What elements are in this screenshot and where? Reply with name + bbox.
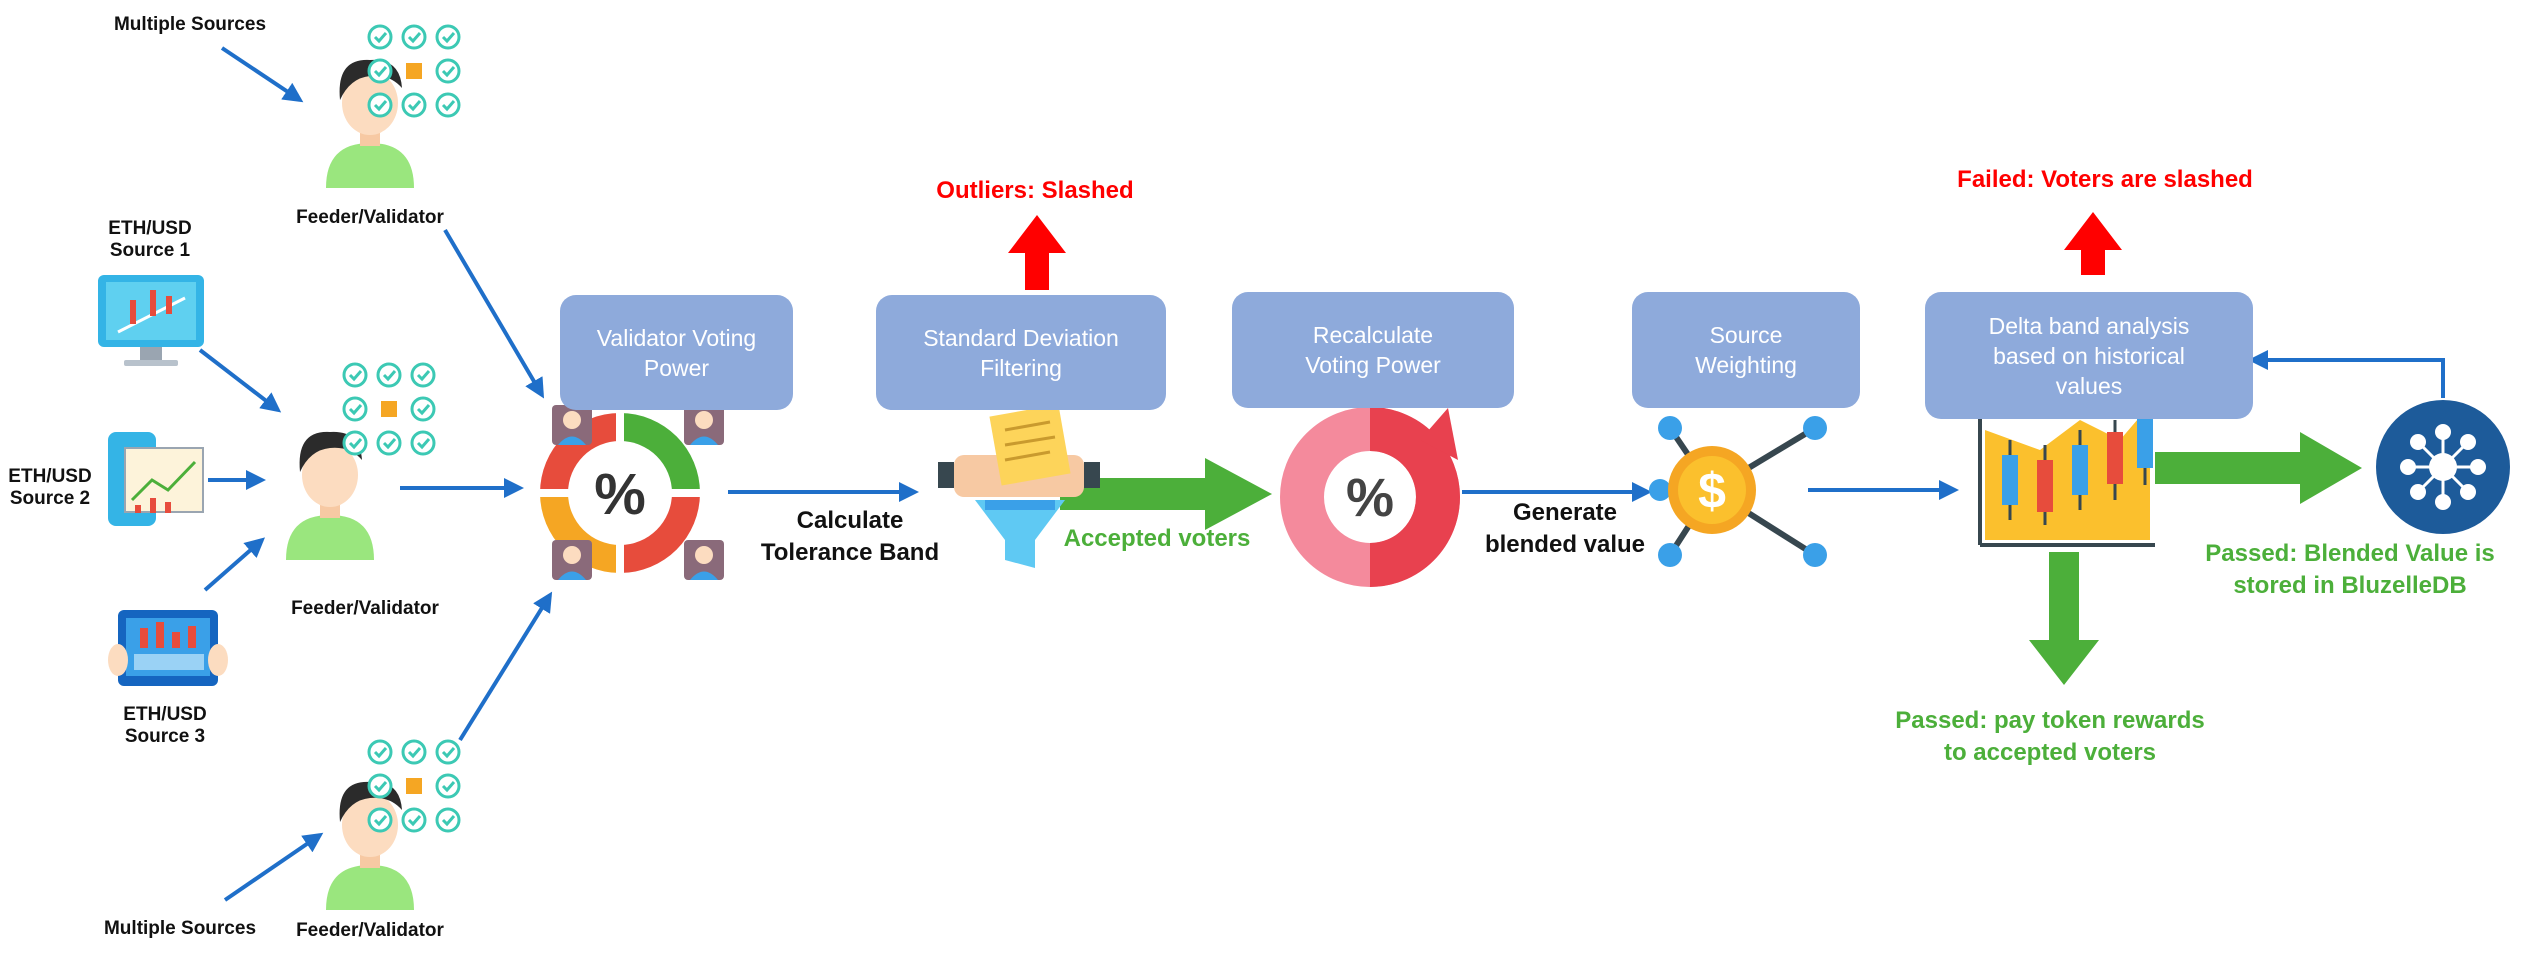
feeder-validator-bottom-label: Feeder/Validator bbox=[296, 920, 444, 941]
green-arrow-accepted bbox=[1060, 458, 1272, 530]
candlestick-chart-icon bbox=[1978, 405, 2155, 547]
green-arrow-rewards bbox=[2029, 552, 2099, 685]
feeder-top-icon bbox=[326, 26, 459, 188]
multiple-sources-top-label: Multiple Sources bbox=[113, 14, 267, 35]
validator-voting-power-box: Validator Voting Power bbox=[560, 295, 793, 410]
outliers-slashed-label: Outliers: Slashed bbox=[936, 177, 1134, 204]
passed-stored-bluzelledb-label: Passed: Blended Value is stored in Bluze… bbox=[2205, 540, 2495, 599]
voting-power-icon: % bbox=[532, 405, 724, 581]
red-arrow-failed bbox=[2064, 212, 2122, 275]
flow-arrows bbox=[198, 46, 2445, 902]
feeder-bottom-icon bbox=[326, 741, 459, 910]
calculate-tolerance-band-label: Calculate Tolerance Band bbox=[760, 507, 940, 566]
red-arrow-outliers bbox=[1008, 215, 1066, 290]
eth-source-3-label: ETH/USD Source 3 bbox=[123, 704, 207, 747]
feeder-middle-icon bbox=[286, 364, 434, 560]
arrow-multiple-bottom-to-feeder bbox=[223, 832, 324, 902]
arrow-source1-to-feeder bbox=[198, 348, 282, 413]
standard-deviation-filtering-box: Standard Deviation Filtering bbox=[876, 295, 1166, 410]
recalculate-voting-power-box: Recalculate Voting Power bbox=[1232, 292, 1514, 408]
arrow-bluzelle-to-delta bbox=[2248, 350, 2445, 398]
feeder-validator-top-label: Feeder/Validator bbox=[296, 207, 444, 228]
arrow-multiple-to-feeder-top bbox=[220, 46, 304, 103]
dollar-symbol: $ bbox=[1698, 463, 1726, 519]
multiple-sources-bottom-label: Multiple Sources bbox=[103, 918, 257, 939]
tablet-chart-icon bbox=[108, 610, 228, 686]
bluzelle-db-icon bbox=[2376, 400, 2510, 534]
arrow-feeder-top-to-voting bbox=[443, 228, 545, 399]
source-weighting-box: Source Weighting bbox=[1632, 292, 1860, 408]
voting-percent-symbol: % bbox=[594, 462, 646, 527]
feeder-validator-middle-label: Feeder/Validator bbox=[291, 598, 439, 619]
green-arrow-stored bbox=[2155, 432, 2362, 504]
funnel-filter-icon bbox=[938, 404, 1100, 568]
arrow-feeder-bottom-to-voting bbox=[458, 591, 553, 742]
phone-chart-icon bbox=[108, 432, 204, 526]
accepted-voters-label: Accepted voters bbox=[1063, 525, 1251, 552]
passed-pay-rewards-label: Passed: pay token rewards to accepted vo… bbox=[1895, 707, 2205, 766]
eth-source-2-label: ETH/USD Source 2 bbox=[8, 466, 92, 509]
delta-band-analysis-box: Delta band analysis based on historical … bbox=[1925, 292, 2253, 419]
failed-voters-slashed-label: Failed: Voters are slashed bbox=[1957, 166, 2253, 193]
monitor-chart-icon bbox=[98, 275, 204, 366]
eth-source-1-label: ETH/USD Source 1 bbox=[108, 218, 192, 261]
dollar-hub-nodes: $ bbox=[1649, 416, 1827, 567]
arrow-source3-to-feeder bbox=[203, 537, 266, 592]
recalculate-donut-icon: % bbox=[1280, 407, 1460, 587]
recalc-percent-symbol: % bbox=[1346, 468, 1394, 528]
generate-blended-value-label: Generate blended value bbox=[1484, 499, 1646, 558]
